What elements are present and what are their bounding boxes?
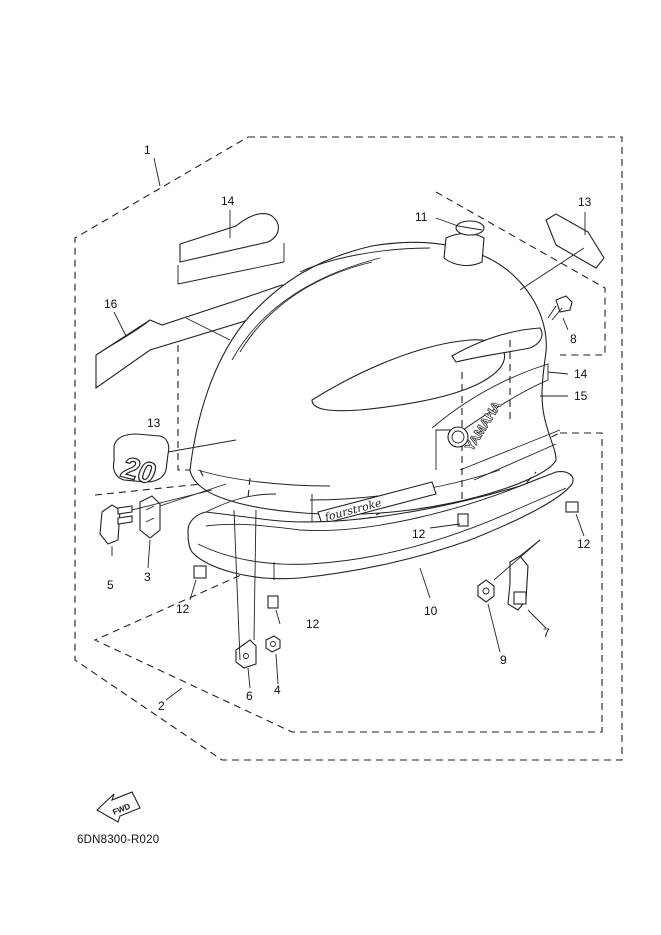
- callout-13-a: 13: [578, 195, 592, 209]
- callout-8: 8: [570, 332, 577, 346]
- leader-lines: [111, 157, 586, 701]
- clip-12-c: [457, 513, 469, 527]
- callout-15: 15: [574, 389, 588, 403]
- callout-14-a: 14: [221, 194, 235, 208]
- part-3-bracket: [139, 495, 161, 539]
- callout-3: 3: [144, 570, 151, 584]
- model-decal-13: 20: [112, 433, 170, 491]
- callout-12-d: 12: [577, 537, 591, 551]
- reference-code: 6DN8300-R020: [77, 834, 160, 846]
- bottom-cowling-10: [187, 471, 574, 580]
- callout-1: 1: [144, 143, 151, 157]
- part-9-nut: [477, 579, 495, 603]
- part-11-cap: [455, 220, 485, 236]
- assembly-1-boundary: [74, 136, 623, 761]
- callout-6: 6: [246, 689, 253, 703]
- callout-16: 16: [104, 297, 118, 311]
- callout-12-a: 12: [176, 602, 190, 616]
- callout-14-b: 14: [574, 367, 588, 381]
- top-cowling-boundary: [177, 191, 606, 471]
- fwd-arrow-icon: FWD: [96, 791, 141, 823]
- callout-13-b: 13: [147, 416, 161, 430]
- callout-7: 7: [543, 626, 550, 640]
- callout-10: 10: [424, 604, 438, 618]
- part-7-bracket: [507, 555, 529, 611]
- clip-12-d: [565, 501, 579, 513]
- sticker-14-top: [177, 213, 285, 285]
- callout-9: 9: [500, 653, 507, 667]
- part-8-bolt: [547, 295, 573, 321]
- part-5-knob: [99, 504, 133, 545]
- callout-11: 11: [415, 210, 428, 224]
- callout-12-c: 12: [412, 527, 426, 541]
- clip-12-b: [267, 595, 279, 609]
- callout-2: 2: [158, 699, 165, 713]
- part-4-nut: [265, 635, 281, 653]
- callout-labels: 1 2 3 4 5 6 7 8 9 10 11 12 12 12 12 13 1…: [104, 143, 592, 713]
- callout-12-b: 12: [306, 617, 320, 631]
- part-6-plate: [235, 639, 257, 669]
- callout-4: 4: [274, 683, 281, 697]
- top-cowling: [189, 232, 561, 547]
- sticker-13-right: [545, 213, 605, 269]
- clip-12-a: [193, 565, 207, 579]
- callout-5: 5: [107, 578, 114, 592]
